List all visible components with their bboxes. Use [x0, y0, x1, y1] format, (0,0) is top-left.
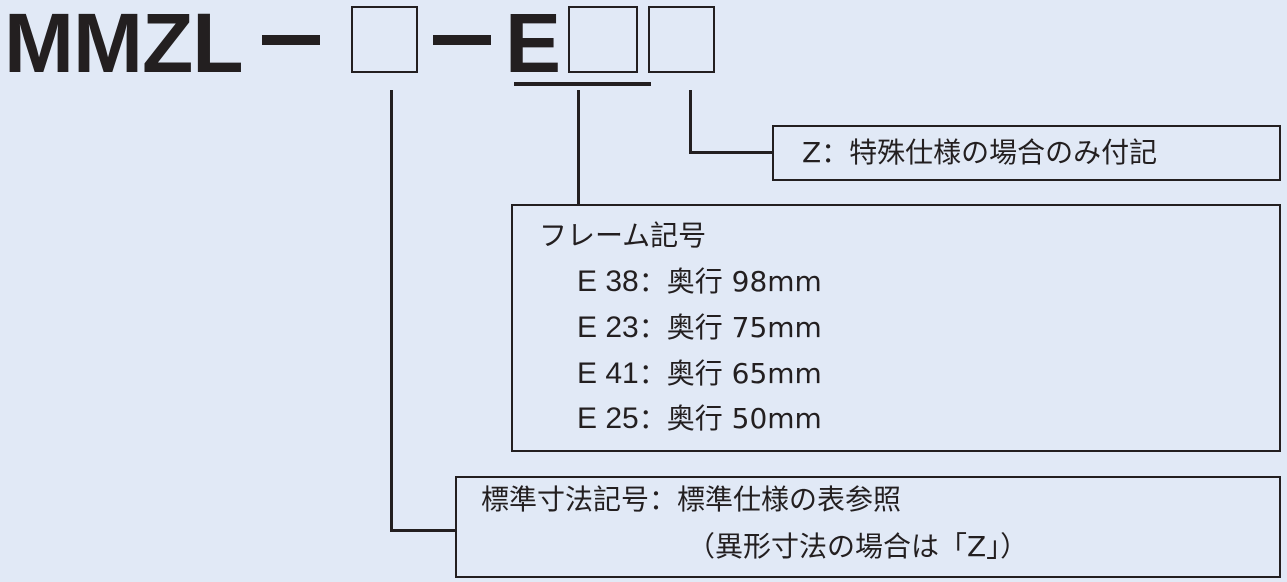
model-prefix: MMZL [4, 0, 244, 90]
connector-frame [577, 90, 580, 206]
special-spec-label: Z：特殊仕様の場合のみ付記 [802, 136, 1158, 169]
list-item: E 23：奥行 75mm [577, 311, 822, 344]
frame-letter: E [505, 0, 561, 90]
dimension-code-line1: 標準寸法記号：標準仕様の表参照 [481, 483, 902, 516]
connector-special [689, 90, 692, 153]
dash-2 [433, 35, 491, 45]
connector-size-h [390, 529, 456, 532]
frame-code-box: フレーム記号 E 38：奥行 98mm E 23：奥行 75mm E 41：奥行… [511, 204, 1281, 452]
special-spec-box: Z：特殊仕様の場合のみ付記 [772, 125, 1281, 181]
connector-size [390, 90, 393, 532]
special-placeholder [648, 6, 715, 73]
list-item: E 41：奥行 65mm [577, 357, 822, 390]
frame-underline [514, 82, 651, 86]
list-item: E 38：奥行 98mm [577, 265, 822, 298]
list-item: E 25：奥行 50mm [577, 402, 822, 435]
connector-special-h [689, 151, 773, 154]
dash-1 [262, 35, 320, 45]
frame-number-placeholder [568, 6, 638, 73]
dimension-code-box: 標準寸法記号：標準仕様の表参照 （異形寸法の場合は「Z」） [455, 476, 1281, 578]
frame-code-heading: フレーム記号 [539, 219, 707, 252]
dimension-code-line2: （異形寸法の場合は「Z」） [687, 530, 1029, 563]
size-code-placeholder [351, 6, 418, 73]
